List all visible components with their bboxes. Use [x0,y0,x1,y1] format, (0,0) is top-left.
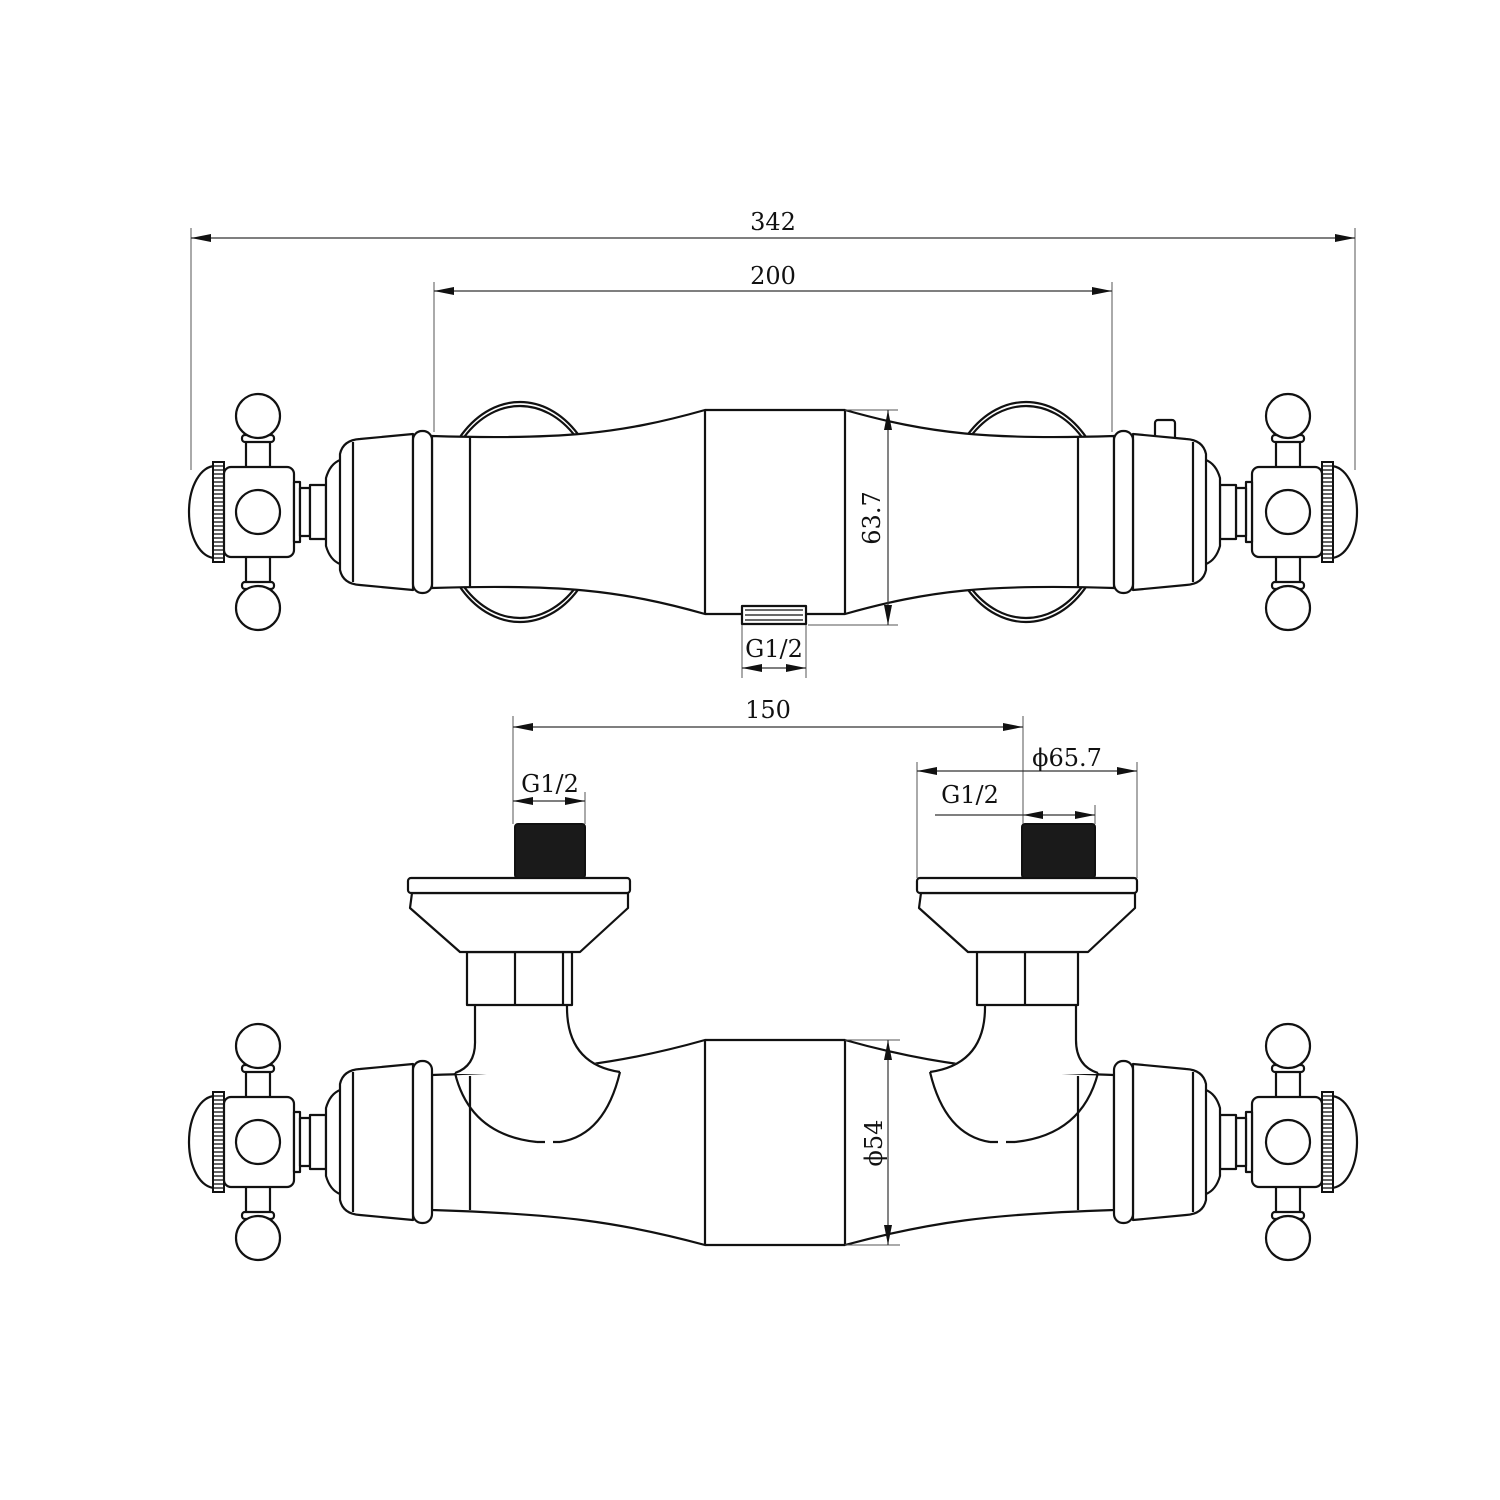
dim-left-inlet-thread: G1/2 [521,770,579,798]
inlet-left [406,823,632,1144]
dim-right-inlet-thread: G1/2 [941,781,999,809]
front-view [187,823,1359,1262]
top-dimensions: 342 200 63.7 G1/2 [190,208,1356,678]
inlet-thread-left [514,823,586,879]
dim-outlet-thread: G1/2 [745,635,803,663]
handle-right [1112,392,1359,632]
dim-overall-length: 342 [750,208,796,236]
handle-left-front [187,1022,434,1262]
handle-right-front [1112,1022,1359,1262]
handle-left [187,392,434,632]
dim-inlet-span: 200 [750,262,796,290]
inlet-right [915,823,1139,1144]
top-view [187,392,1359,632]
front-dimensions: 150 ϕ65.7 G1/2 G1/2 ϕ54 [512,696,1138,1246]
dim-body-diameter: ϕ54 [860,1120,888,1167]
dim-inlet-centres: 150 [745,696,791,724]
dim-body-height: 63.7 [858,491,886,544]
valve-body [430,408,1116,616]
inlet-thread-right [1021,823,1096,879]
dim-flange-diameter: ϕ65.7 [1032,744,1102,772]
